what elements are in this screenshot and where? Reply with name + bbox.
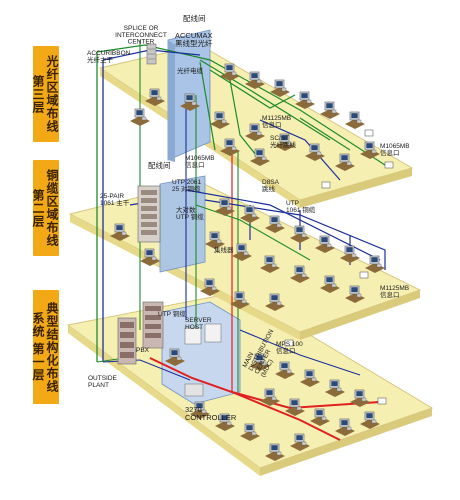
controller-3270 [184, 383, 204, 397]
label-peixian-mid: 配线间 [148, 160, 171, 170]
floor-tag-3: 光纤区域布线 第三层 [31, 46, 59, 142]
main-rack [142, 301, 164, 349]
closet-wall-floor2 [159, 175, 206, 273]
server-host [184, 323, 222, 345]
patch-rack-floor2 [137, 185, 161, 243]
patch-panel-floor3 [146, 43, 157, 65]
label-utp-copper: UTP 铜缆 [158, 309, 186, 318]
label-fiber-cable: 光纤电缆 [177, 66, 204, 75]
label-hub: 集线器 [214, 245, 234, 254]
label-peixian-top: 配线间 [183, 13, 206, 23]
floor-tag-1: 典型结构化布线系统 第一层 [31, 290, 59, 404]
pbx-rack [117, 317, 137, 365]
floor-tag-2: 铜缆区域布线 第二层 [31, 160, 59, 256]
label-pbx: PBX [136, 347, 150, 354]
